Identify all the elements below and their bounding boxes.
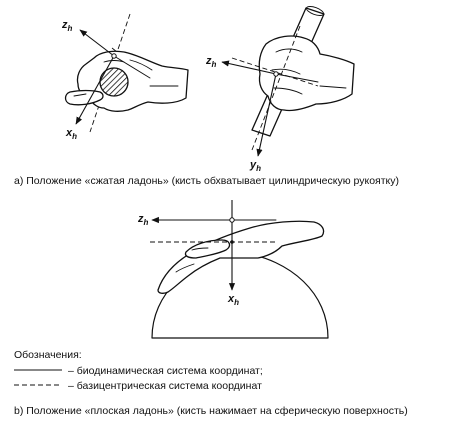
dashed-axis-a-left-1 <box>89 13 131 133</box>
z-axis-a-left <box>79 29 115 57</box>
caption-b: b) Положение «плоская ладонь» (кисть наж… <box>14 405 408 417</box>
thumb-flat <box>184 239 231 259</box>
base-point <box>230 240 234 244</box>
axis-label-y-a-right: yh <box>249 159 261 173</box>
figure-a-left-grip: zh xh <box>61 13 189 141</box>
cylinder-section <box>99 67 129 97</box>
figure-b-flat-palm: zh xh <box>137 200 329 339</box>
axis-label-x-a-left: xh <box>65 127 77 141</box>
dashed-axis-a-right-2 <box>251 25 301 151</box>
axis-label-z-a-right: zh <box>205 55 217 69</box>
axis-label-z-b: zh <box>137 213 149 227</box>
hand-fist-right <box>258 35 355 112</box>
origin-point <box>273 71 279 77</box>
origin-point <box>111 53 117 59</box>
axis-label-z-a-left: zh <box>61 19 73 33</box>
z-axis-a-right <box>221 60 277 75</box>
handle-end <box>306 6 324 16</box>
finger-crease <box>175 263 195 273</box>
thumb-nail <box>191 247 209 251</box>
thumb-left <box>64 89 104 106</box>
x-axis-a-left <box>75 55 115 125</box>
axis-label-x-b: xh <box>227 293 239 307</box>
finger-crease <box>319 85 347 89</box>
finger-crease <box>129 59 153 71</box>
axis-line <box>113 55 151 79</box>
thumb-nail <box>73 93 87 97</box>
legend-dashed-text: – базицентрическая система координат <box>68 380 262 392</box>
hand-flat <box>157 220 325 294</box>
dashed-axis-a-right-1 <box>231 57 319 87</box>
finger-crease <box>273 87 303 95</box>
caption-a: а) Положение «сжатая ладонь» (кисть обхв… <box>14 175 399 187</box>
legend-solid-text: – биодинамическая система координат; <box>68 365 263 377</box>
legend-title: Обозначения: <box>14 349 82 361</box>
legend: Обозначения: – биодинамическая система к… <box>14 349 263 392</box>
finger-crease <box>271 68 301 75</box>
axis-line <box>275 73 319 83</box>
figure-a-right-grip: zh yh <box>205 6 355 173</box>
origin-point <box>229 217 235 223</box>
finger-crease <box>275 48 303 53</box>
y-axis-a-right <box>256 73 277 157</box>
